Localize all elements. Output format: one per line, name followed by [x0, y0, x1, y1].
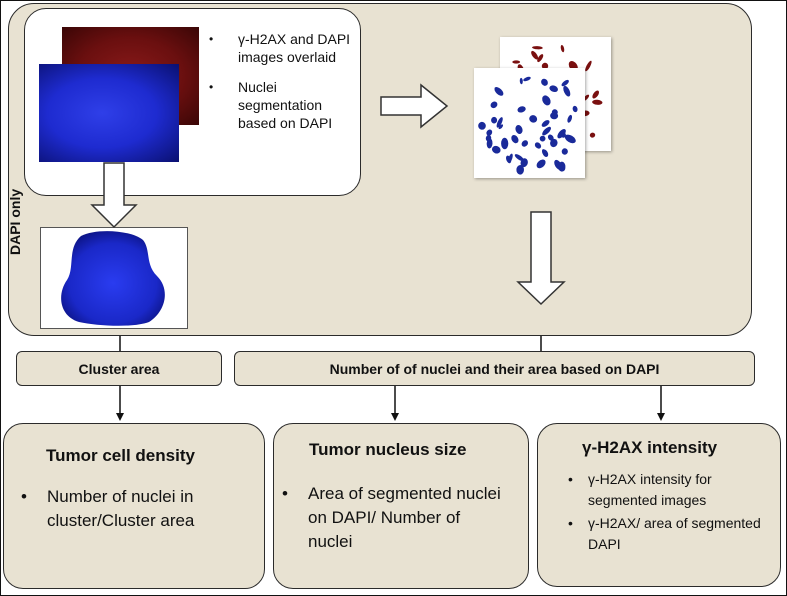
card-bullet-text: Number of nuclei in cluster/Cluster area [47, 487, 195, 530]
dapi-image [39, 64, 179, 162]
nucleus-blob [519, 77, 523, 85]
nucleus-blob [485, 134, 492, 142]
nucleus-blob [547, 134, 554, 141]
overlay-bullet-text: γ-H2AX and DAPI images overlaid [238, 31, 351, 65]
nucleus-blob [592, 90, 600, 99]
nucleus-blob [532, 46, 543, 50]
nucleus-blob [542, 126, 551, 136]
card-bullets: • Area of segmented nuclei on DAPI/ Numb… [282, 482, 508, 554]
segmentation-bullet-text: Nuclei segmentation based on DAPI [238, 79, 333, 131]
segmentation-bullet: • Nuclei segmentation based on DAPI [205, 78, 355, 132]
nucleus-blob [498, 124, 504, 130]
bullet-dot-icon: • [209, 80, 214, 94]
cluster-area-label: Cluster area [78, 360, 160, 377]
nucleus-blob [550, 138, 558, 148]
nucleus-blob [492, 145, 501, 154]
nucleus-blob [572, 105, 578, 113]
nuclei-count-label: Number of of nuclei and their area based… [329, 360, 660, 377]
nucleus-blob [501, 137, 509, 150]
nucleus-blob [529, 115, 538, 123]
card-bullet-text: γ-H2AX intensity for segmented images [588, 471, 712, 508]
card-bullet: • Area of segmented nuclei on DAPI/ Numb… [282, 482, 508, 554]
card-bullet-text: Area of segmented nuclei on DAPI/ Number… [308, 484, 501, 551]
nucleus-blob [478, 121, 486, 130]
bullet-dot-icon: • [568, 471, 573, 487]
cluster-area-bar: Cluster area [16, 351, 222, 386]
tumor-nucleus-size-card: Tumor nucleus size • Area of segmented n… [273, 423, 529, 589]
nucleus-blob [521, 140, 529, 147]
nucleus-blob [541, 78, 548, 86]
nucleus-blob [589, 132, 596, 138]
nucleus-blob [561, 148, 568, 155]
gamma-h2ax-intensity-card: γ-H2AX intensity • γ-H2AX intensity for … [537, 423, 781, 587]
bullet-dot-icon: • [282, 484, 288, 503]
nucleus-blob [567, 114, 573, 123]
nucleus-blob [512, 60, 521, 64]
nucleus-blob [508, 153, 513, 163]
bullet-dot-icon: • [568, 515, 573, 531]
card-bullets: • Number of nuclei in cluster/Cluster ar… [21, 485, 247, 533]
card-title: Tumor cell density [46, 446, 195, 465]
nucleus-blob [564, 134, 576, 144]
card-bullet: • γ-H2AX/ area of segmented DAPI [568, 513, 768, 555]
nucleus-blob [550, 112, 559, 120]
nucleus-blob [514, 154, 524, 162]
segmented-dapi-image [474, 68, 585, 178]
nucleus-blob [511, 135, 519, 144]
card-title: γ-H2AX intensity [582, 438, 718, 457]
overlay-bullet: • γ-H2AX and DAPI images overlaid [205, 30, 355, 66]
card-bullet-text: γ-H2AX/ area of segmented DAPI [588, 515, 761, 552]
nucleus-blob [539, 135, 546, 142]
dapi-cluster-image [40, 227, 188, 329]
nucleus-blob [558, 161, 566, 172]
nucleus-blob [494, 87, 504, 96]
nucleus-blob [549, 85, 558, 92]
nucleus-blob [592, 99, 603, 105]
nucleus-blob [516, 165, 525, 175]
nucleus-blob [537, 54, 544, 63]
bullet-dot-icon: • [209, 32, 214, 46]
nucleus-blob [542, 95, 551, 106]
nucleus-blob [541, 120, 550, 127]
nucleus-blob [520, 158, 528, 168]
nucleus-blob [496, 117, 503, 128]
nucleus-blob [490, 101, 498, 109]
bullet-dot-icon: • [21, 487, 27, 506]
overlay-bullets: • γ-H2AX and DAPI images overlaid • Nucl… [205, 30, 355, 144]
nucleus-blob [585, 60, 592, 72]
nucleus-blob [536, 159, 546, 169]
nucleus-blob [486, 129, 493, 136]
nucleus-blob [523, 76, 531, 82]
nucleus-blob [541, 149, 548, 157]
blue-nuclei-mask [478, 76, 578, 175]
card-bullet: • γ-H2AX intensity for segmented images [568, 469, 768, 511]
nucleus-blob [561, 79, 569, 87]
nucleus-blob [515, 125, 523, 134]
nucleus-blob [563, 85, 571, 97]
nuclei-count-bar: Number of of nuclei and their area based… [234, 351, 755, 386]
tumor-cell-density-card: Tumor cell density • Number of nuclei in… [3, 423, 265, 589]
nucleus-blob [517, 106, 526, 113]
nucleus-blob [534, 142, 542, 149]
card-bullet: • Number of nuclei in cluster/Cluster ar… [21, 485, 247, 533]
nucleus-blob [541, 62, 549, 70]
nucleus-blob [491, 116, 498, 124]
nucleus-blob [531, 50, 539, 60]
card-title: Tumor nucleus size [309, 440, 467, 459]
dapi-only-label: DAPI only [7, 188, 23, 255]
nucleus-blob [561, 132, 566, 138]
cluster-shape [61, 231, 165, 326]
card-bullets: • γ-H2AX intensity for segmented images … [568, 469, 768, 555]
nucleus-blob [560, 44, 565, 53]
